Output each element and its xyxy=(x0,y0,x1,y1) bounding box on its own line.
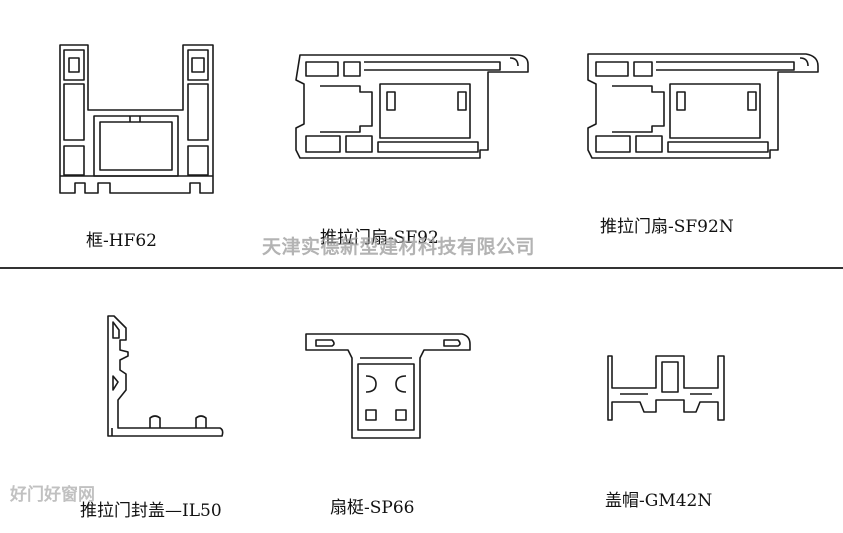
label-sf92n: 推拉门扇-SF92N xyxy=(600,217,734,237)
profile-il50-drawing xyxy=(107,315,224,437)
label-il50: 推拉门封盖—IL50 xyxy=(80,501,222,521)
profile-sp66-drawing xyxy=(305,333,471,439)
label-sp66: 扇梃-SP66 xyxy=(330,498,415,518)
label-sf92: 推拉门扇-SF92 xyxy=(320,228,439,248)
profile-sf92-drawing xyxy=(295,54,529,159)
profile-hf62-drawing xyxy=(59,44,214,194)
profile-sf92n-drawing xyxy=(587,53,819,159)
site-watermark: 好门好窗网 xyxy=(10,485,95,505)
profile-gm42n-drawing xyxy=(607,355,725,421)
label-gm42n: 盖帽-GM42N xyxy=(605,491,713,511)
company-watermark: 天津实德新型建材科技有限公司 xyxy=(262,236,536,258)
section-divider xyxy=(0,267,843,269)
label-hf62: 框-HF62 xyxy=(86,231,157,251)
